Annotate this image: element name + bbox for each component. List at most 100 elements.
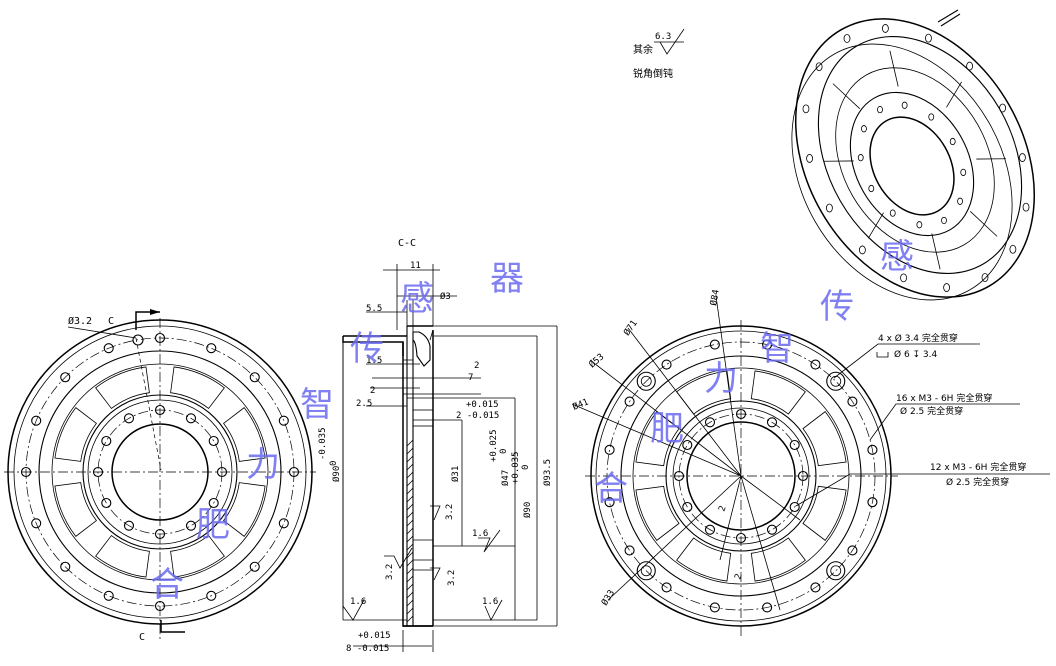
spoke-window xyxy=(802,411,847,467)
iso-inner-hole xyxy=(957,197,963,205)
wm-char: 肥 xyxy=(650,409,684,449)
dim-1-5: 1.5 xyxy=(366,356,382,366)
wm-char: 感 xyxy=(880,237,914,277)
iso-hole xyxy=(815,62,823,72)
iso-hole xyxy=(1009,244,1017,254)
counterbore-inner xyxy=(640,565,652,577)
hatch-line xyxy=(406,455,414,463)
iso-inner-hole xyxy=(889,209,896,217)
cut-marker-top: C xyxy=(108,316,114,327)
outer-mount-hole xyxy=(103,343,114,354)
outer-mount-hole xyxy=(278,518,289,529)
iso-inner-hole xyxy=(877,105,883,114)
callout-1-line1: 4 x Ø 3.4 完全贯穿 xyxy=(878,332,958,344)
inner-mount-hole xyxy=(766,417,778,428)
wm-char: 肥 xyxy=(196,505,230,545)
roughness-prefix: 其余 xyxy=(633,43,653,56)
iso-spoke xyxy=(832,83,861,109)
hatch-line xyxy=(406,487,414,495)
iso-hole xyxy=(981,273,989,282)
spoke-window xyxy=(222,482,266,537)
inner-mount-hole xyxy=(704,524,716,535)
iso-hole xyxy=(925,33,932,43)
inner-mount-hole xyxy=(185,413,197,424)
rough-1-6b: 1.6 xyxy=(472,529,488,539)
inner-mount-hole xyxy=(682,501,693,513)
spoke-window xyxy=(54,482,98,537)
roughness-value: 6.3 xyxy=(655,32,671,42)
hatch-line xyxy=(406,479,414,487)
outer-mount-hole xyxy=(709,602,720,613)
rough-3-2b: 3.2 xyxy=(385,564,395,580)
hatch-line xyxy=(406,591,414,599)
dim-r2: 2 xyxy=(717,505,728,514)
hatch-line xyxy=(406,615,414,623)
counterbore-hole xyxy=(636,371,656,391)
outer-mount-hole xyxy=(154,332,166,344)
inner-mount-hole xyxy=(766,524,778,535)
outer-mount-hole xyxy=(810,582,821,593)
outer-mount-hole xyxy=(661,359,672,370)
wm-char: 力 xyxy=(246,445,280,485)
rough-3-2c: 3.2 xyxy=(447,570,457,586)
wm-char: 合 xyxy=(594,469,628,509)
dim-d47: Ø47 xyxy=(500,470,511,486)
inner-mount-hole xyxy=(789,501,800,513)
dim-2b: 2 xyxy=(370,386,375,396)
hatch-line xyxy=(406,495,414,503)
spoke-window xyxy=(54,407,98,462)
inner-mount-hole xyxy=(735,408,747,420)
counterbore-inner xyxy=(830,565,842,577)
section-label: C-C xyxy=(398,238,416,249)
dim-d33: Ø33 xyxy=(599,588,617,608)
iso-hole xyxy=(966,61,974,71)
outer-mount-hole xyxy=(31,518,42,529)
wm-char: 传 xyxy=(820,287,854,327)
outer-mount-hole xyxy=(288,466,300,478)
hatch-line xyxy=(406,503,414,511)
tol-b2: 8 -0.015 xyxy=(346,644,389,654)
dim-2-5: 2.5 xyxy=(356,399,372,409)
hatch-line xyxy=(406,439,414,447)
hatch-line xyxy=(406,575,414,583)
dim-d71: Ø71 xyxy=(621,318,639,338)
dim-d84: Ø84 xyxy=(708,289,722,307)
wm-char: 感 xyxy=(400,279,434,319)
outer-mount-hole xyxy=(154,600,166,612)
inner-mount-hole xyxy=(789,439,800,451)
outer-mount-hole xyxy=(249,372,260,383)
iso-hole xyxy=(843,34,851,43)
outer-mount-hole xyxy=(278,415,289,426)
spoke-window xyxy=(222,407,266,462)
rough-1-6c: 1.6 xyxy=(482,597,498,607)
right-front-view: Ø84 Ø71 Ø53 Ø41 Ø33 2 2 4 x Ø 3.4 完全贯穿 Ø… xyxy=(571,289,1050,636)
inner-mount-hole xyxy=(673,470,685,482)
spoke-window xyxy=(170,534,225,578)
outer-mount-hole xyxy=(810,359,821,370)
inner-mount-hole xyxy=(123,413,135,424)
inner-mount-hole xyxy=(101,435,112,447)
hatch-line xyxy=(406,447,414,455)
left-front-view: C C Ø3.2 xyxy=(4,309,316,643)
counterbore-hole xyxy=(826,561,846,581)
outer-mount-hole xyxy=(709,339,720,350)
iso-inner-hole xyxy=(861,125,867,133)
dim-d90b-tol1: +0.035 xyxy=(511,451,521,484)
dim-d93-5: Ø93.5 xyxy=(542,459,553,486)
inner-mount-hole xyxy=(123,520,135,531)
iso-inner-hole xyxy=(916,221,923,229)
dim-d47-tol2: 0 xyxy=(499,449,509,454)
outer-mount-hole xyxy=(103,590,114,601)
spoke-window xyxy=(95,534,150,578)
hatch-line xyxy=(406,567,414,575)
spoke-window xyxy=(750,537,806,582)
outer-mount-hole xyxy=(867,497,878,508)
outer-mount-hole xyxy=(31,415,42,426)
hatch-line xyxy=(406,599,414,607)
iso-spoke xyxy=(868,212,884,239)
iso-hole xyxy=(999,103,1007,113)
dim-2a: 2 xyxy=(474,361,479,371)
iso-hole xyxy=(1022,202,1030,212)
outer-mount-hole xyxy=(847,396,858,407)
wm-char: 器 xyxy=(490,259,524,299)
